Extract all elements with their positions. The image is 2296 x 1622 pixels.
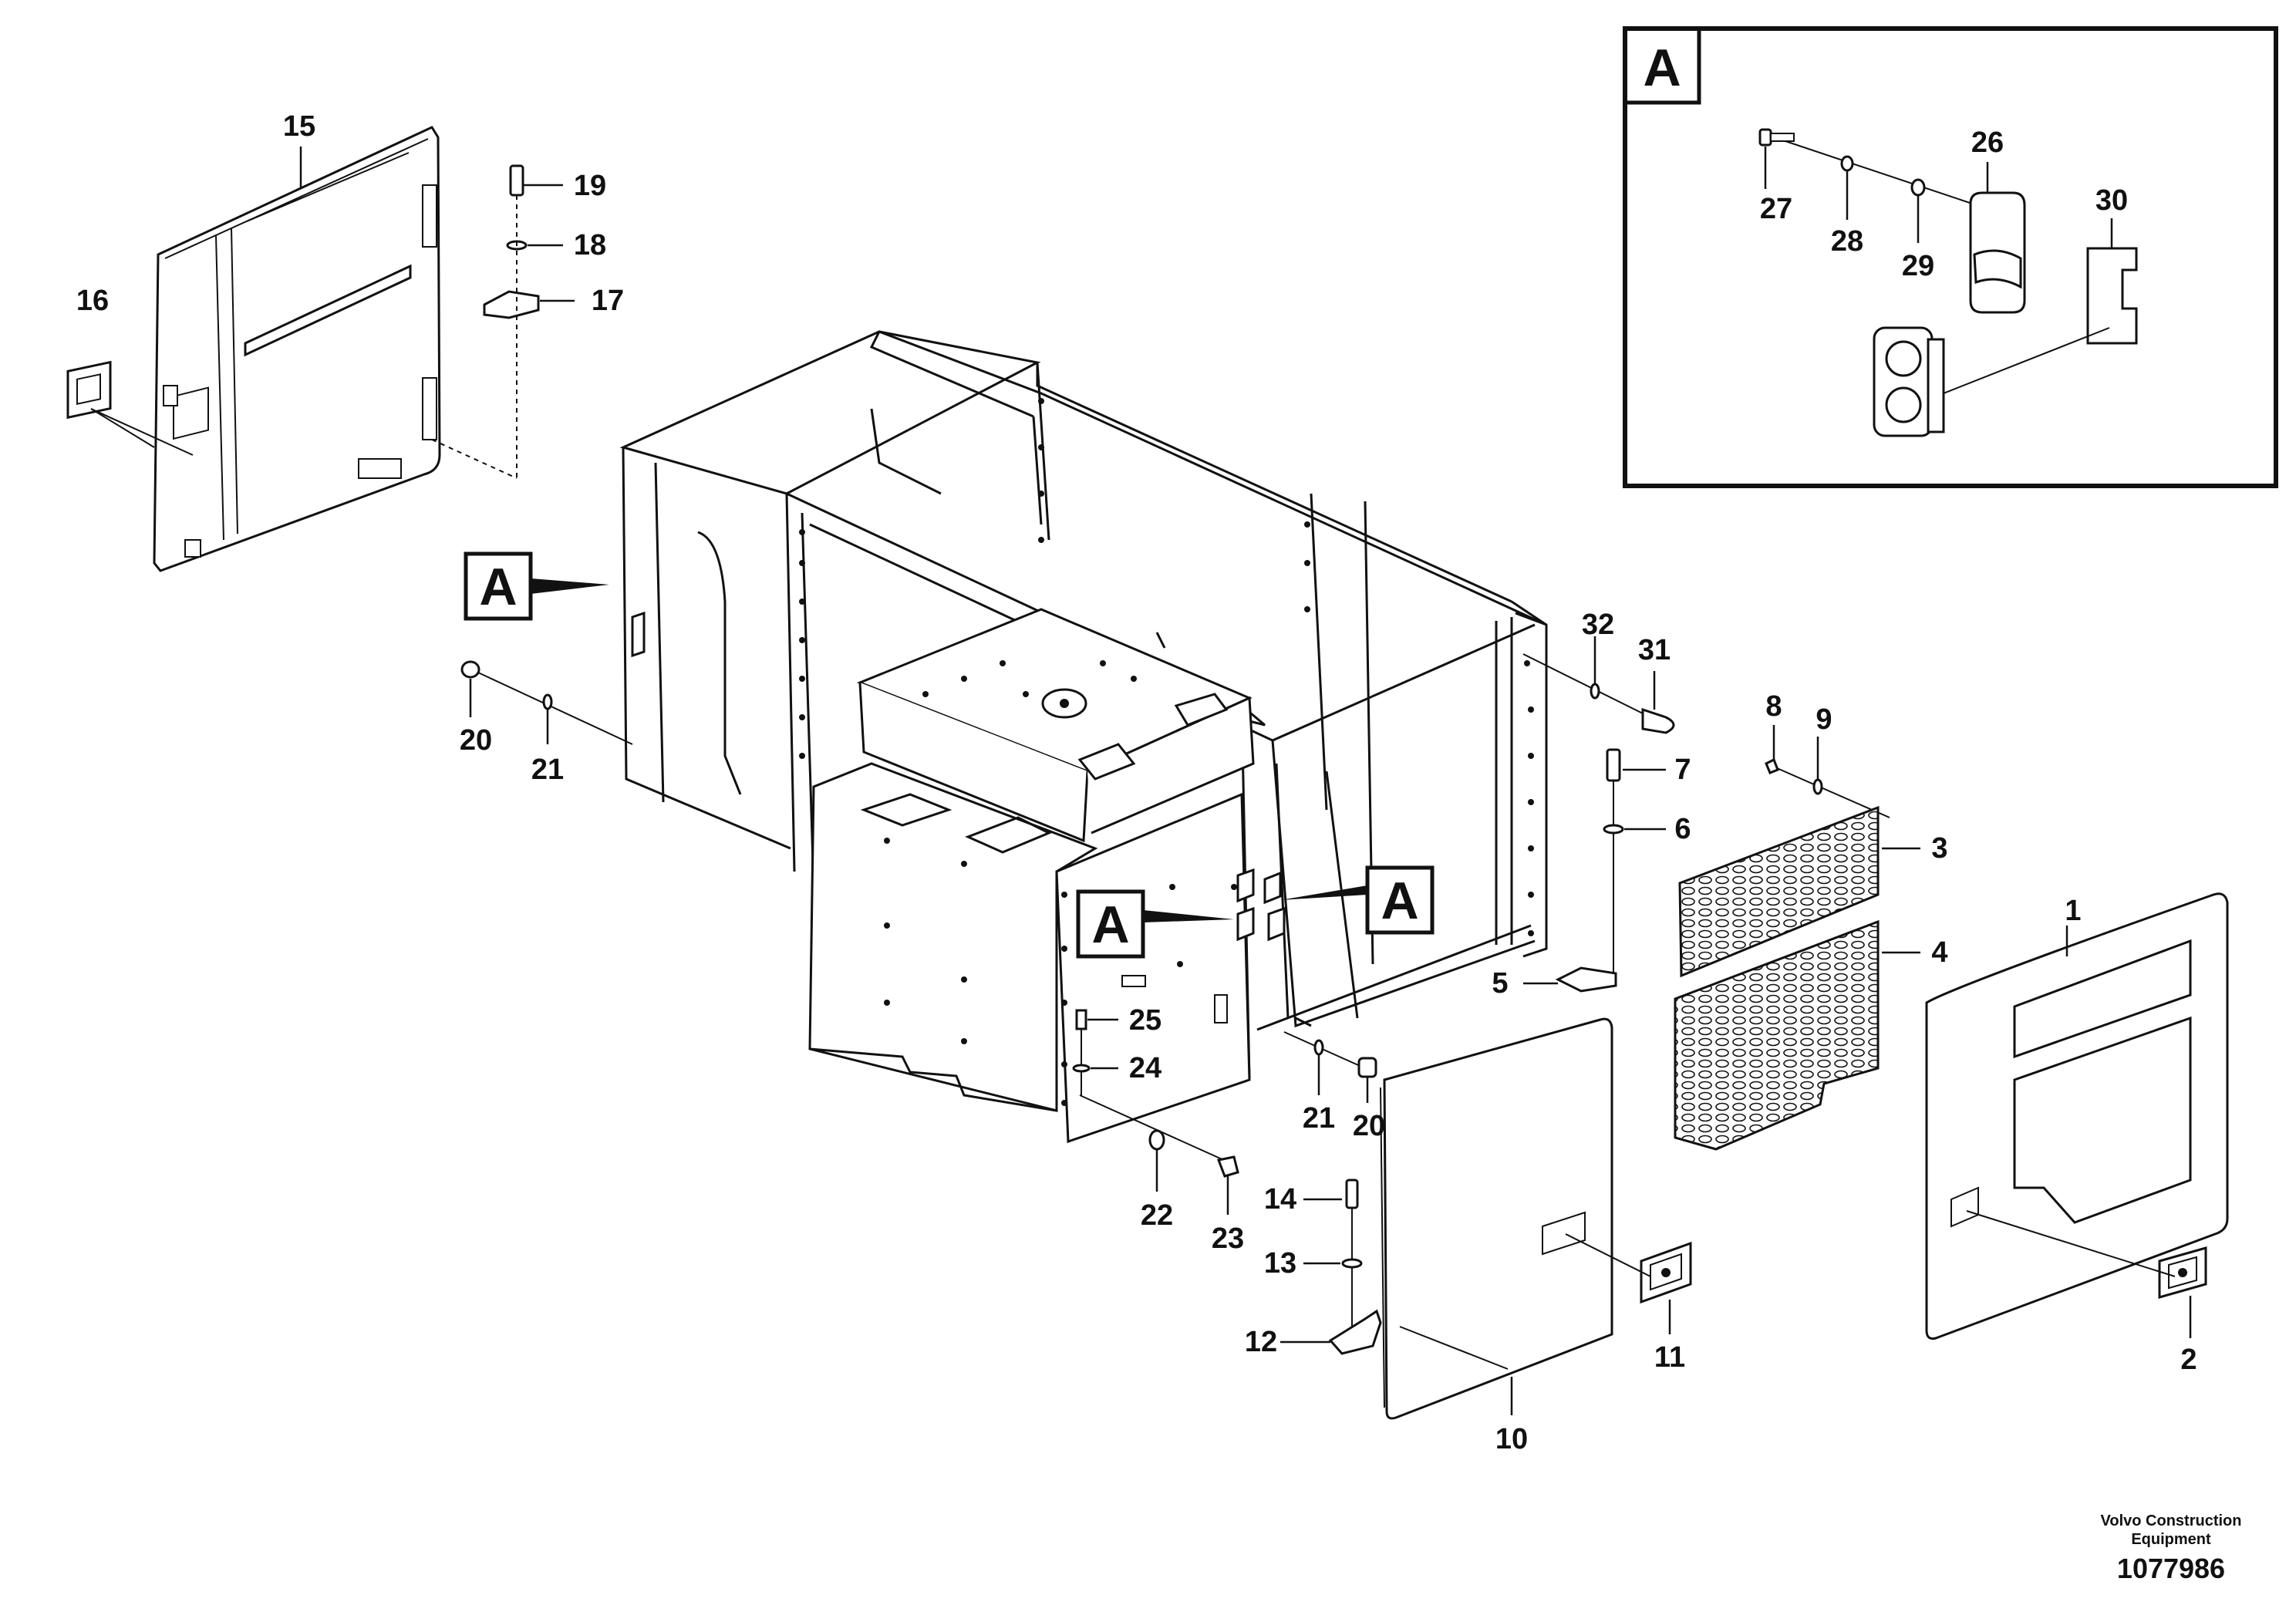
latch-16 [66,360,112,420]
company-name-line2: Equipment [2131,1531,2211,1548]
bolt-8-9 [1765,725,1890,818]
part-label-21-left: 21 [531,754,564,786]
spring-clip [1873,326,1945,437]
shim-plate [2086,247,2138,345]
inset-bolt [1758,128,1795,147]
part-label-24: 24 [1129,1052,1161,1084]
callout-a-right: A [1280,865,1435,935]
part-label-22: 22 [1141,1199,1173,1232]
part-label-4: 4 [1931,936,1947,969]
detail-a-inset: A [1623,26,2278,488]
part-label-13: 13 [1264,1247,1296,1280]
inset-washer [1840,155,1854,172]
part-label-31: 31 [1638,634,1671,666]
bolt-20-center [1283,1031,1377,1103]
part-label-9: 9 [1816,703,1832,736]
part-label-10: 10 [1495,1423,1528,1455]
inset-callout-letter: A [1643,39,1681,97]
part-label-16: 16 [76,285,109,317]
part-label-19: 19 [574,170,606,202]
part-label-11: 11 [1654,1341,1685,1374]
part-label-20-left: 20 [460,724,492,757]
footer: Volvo Construction Equipment 1077986 [2101,1512,2242,1584]
front-box [808,608,1255,1144]
latch-2 [2158,1246,2207,1299]
part-label-27: 27 [1760,193,1792,225]
part-number-labels: 1 2 3 4 5 6 7 8 9 10 11 12 13 14 15 16 1… [76,110,2197,1455]
latch-11 [1640,1241,1692,1304]
part-label-29: 29 [1902,250,1934,282]
inset-washer [1910,178,1926,197]
latch-5-7 [1523,748,1666,993]
callout-a-left: A [464,551,609,621]
bolt-31-32 [1522,636,1675,734]
part-label-7: 7 [1674,754,1691,786]
part-label-32: 32 [1582,609,1614,641]
hinge-fastener [483,164,540,319]
part-label-20-center: 20 [1353,1110,1385,1142]
callout-a-center: A [1076,889,1234,959]
grille-3 [1678,805,1880,978]
svg-text:A: A [1091,895,1129,954]
part-label-8: 8 [1765,690,1782,723]
part-label-3: 3 [1931,832,1947,865]
part-label-1: 1 [2065,895,2081,927]
grille-4 [1674,919,1880,1151]
part-label-12: 12 [1245,1326,1277,1358]
part-label-21-center: 21 [1303,1102,1335,1135]
part-label-6: 6 [1674,813,1691,845]
part-label-25: 25 [1129,1004,1161,1037]
frame-brackets [631,611,1286,942]
svg-text:A: A [1381,872,1418,930]
part-label-2: 2 [2180,1344,2197,1376]
svg-text:A: A [479,558,517,616]
part-label-18: 18 [574,229,606,261]
drawing-number: 1077986 [2117,1553,2225,1584]
part-label-28: 28 [1831,225,1863,258]
part-label-30: 30 [2095,184,2128,217]
rubber-stop [1969,191,2026,314]
part-label-23: 23 [1212,1222,1244,1255]
part-label-14: 14 [1264,1183,1296,1216]
part-label-5: 5 [1492,967,1508,1000]
bolt-20-left [460,660,633,745]
company-name-line1: Volvo Construction [2101,1512,2242,1529]
door-panel-15 [153,126,441,572]
part-label-15: 15 [283,110,315,143]
part-label-26: 26 [1971,126,2004,159]
side-panel-1 [1925,892,2229,1340]
side-panel-10 [1380,1017,1613,1420]
part-label-17: 17 [592,285,624,317]
latch-12-14 [1280,1179,1382,1355]
bolts-22-25 [1072,1009,1239,1215]
